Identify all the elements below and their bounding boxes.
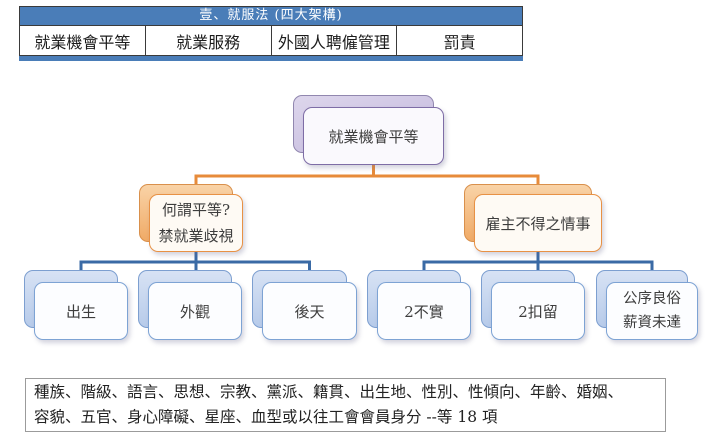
leaf-node-public-order: 公序良俗 薪資未達 bbox=[606, 282, 698, 340]
table-cell-employment-service: 就業服務 bbox=[144, 26, 271, 55]
leaf-node-acquired: 後天 bbox=[262, 282, 357, 340]
root-node-label: 就業機會平等 bbox=[328, 127, 419, 146]
leaf-label-line2: 薪資未達 bbox=[623, 315, 681, 331]
note-line1: 種族、階級、語言、思想、宗教、黨派、籍貫、出生地、性別、性傾向、年齡、婚姻、 bbox=[34, 383, 624, 401]
discrimination-items-note: 種族、階級、語言、思想、宗教、黨派、籍貫、出生地、性別、性傾向、年齡、婚姻、 容… bbox=[25, 378, 666, 432]
leaf-label: 2不實 bbox=[404, 302, 444, 321]
table-cell-foreign-worker-management: 外國人聘僱管理 bbox=[270, 26, 397, 55]
left-branch-line1: 何謂平等? bbox=[161, 201, 231, 219]
leaf-label: 2扣留 bbox=[518, 302, 558, 321]
table-bottom-accent-bar bbox=[19, 56, 523, 61]
table-cell-penalty: 罰責 bbox=[396, 26, 522, 55]
table-cell-employment-equality: 就業機會平等 bbox=[34, 32, 131, 52]
leaf-label-line1: 公序良俗 bbox=[623, 291, 681, 307]
left-branch-line2: 禁就業歧視 bbox=[158, 227, 234, 245]
left-branch-node: 何謂平等? 禁就業歧視 bbox=[149, 194, 243, 252]
leaf-node-appearance: 外觀 bbox=[148, 282, 242, 340]
right-branch-label: 雇主不得之情事 bbox=[485, 214, 591, 233]
right-branch-node: 雇主不得之情事 bbox=[474, 194, 602, 252]
leaf-node-untrue: 2不實 bbox=[377, 282, 471, 340]
leaf-label: 出生 bbox=[65, 302, 96, 321]
leaf-label: 後天 bbox=[294, 302, 325, 321]
table-row: 就業機會平等 就業服務 外國人聘僱管理 罰責 bbox=[20, 26, 522, 55]
leaf-node-birth: 出生 bbox=[34, 282, 128, 340]
note-line2: 容貌、五官、身心障礙、星座、血型或以往工會會員身分 --等 18 項 bbox=[34, 408, 498, 426]
root-node: 就業機會平等 bbox=[303, 107, 444, 165]
leaf-node-withhold: 2扣留 bbox=[491, 282, 585, 340]
law-framework-table: 壹、就服法 (四大架構) 就業機會平等 就業服務 外國人聘僱管理 罰責 bbox=[19, 6, 523, 56]
leaf-label: 外觀 bbox=[179, 302, 210, 321]
table-title: 壹、就服法 (四大架構) bbox=[20, 7, 522, 26]
